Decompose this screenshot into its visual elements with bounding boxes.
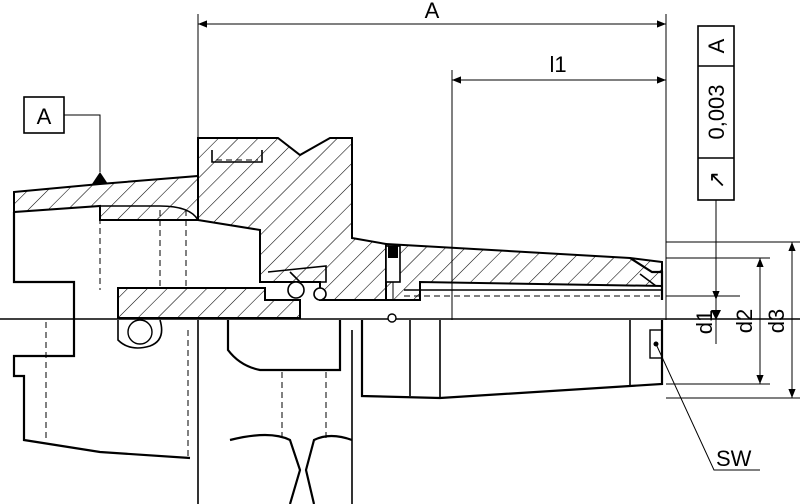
datum-label: A xyxy=(37,104,52,129)
nose-lower-outline xyxy=(360,320,664,400)
clamping-screw-head xyxy=(388,246,398,258)
dimension-label-d1: d1 xyxy=(692,310,717,334)
nose-taper-section xyxy=(385,242,663,301)
sw-label: SW xyxy=(716,446,752,471)
key-slot-arc xyxy=(127,319,153,345)
tolerance-datum: A xyxy=(704,38,729,53)
o-ring-2 xyxy=(313,287,327,301)
drive-slot xyxy=(211,150,263,163)
flange-groove-2 xyxy=(304,434,353,504)
dimension-label-d3: d3 xyxy=(764,309,789,333)
center-hole xyxy=(387,313,397,323)
seal-ring xyxy=(267,265,327,283)
key-slot-1 xyxy=(117,319,163,349)
dimension-label-l1: l1 xyxy=(549,52,566,77)
shank-taper-section xyxy=(13,174,199,221)
datum-triangle xyxy=(92,172,108,184)
sw-leader-dot xyxy=(653,341,659,347)
dimension-label-A: A xyxy=(425,0,440,23)
inner-sleeve xyxy=(117,287,301,319)
tolerance-value: 0,003 xyxy=(704,84,729,139)
flange-groove xyxy=(229,433,302,504)
o-ring xyxy=(287,281,305,299)
shank-lower-outline xyxy=(12,319,191,460)
tolerance-frame: A 0,003 ↗ xyxy=(697,25,735,201)
flange-lower xyxy=(226,320,342,372)
wrench-flat xyxy=(649,329,663,359)
runout-symbol-icon: ↗ xyxy=(704,171,729,189)
datum-leader xyxy=(64,114,101,172)
dimension-label-d2: d2 xyxy=(732,309,757,333)
d1-arrow xyxy=(711,310,721,320)
nose-front xyxy=(629,257,664,300)
shank-inner-bore xyxy=(100,205,199,221)
shank-outline xyxy=(12,212,76,319)
nose-front-inner xyxy=(639,273,657,287)
sw-leader xyxy=(655,343,760,471)
